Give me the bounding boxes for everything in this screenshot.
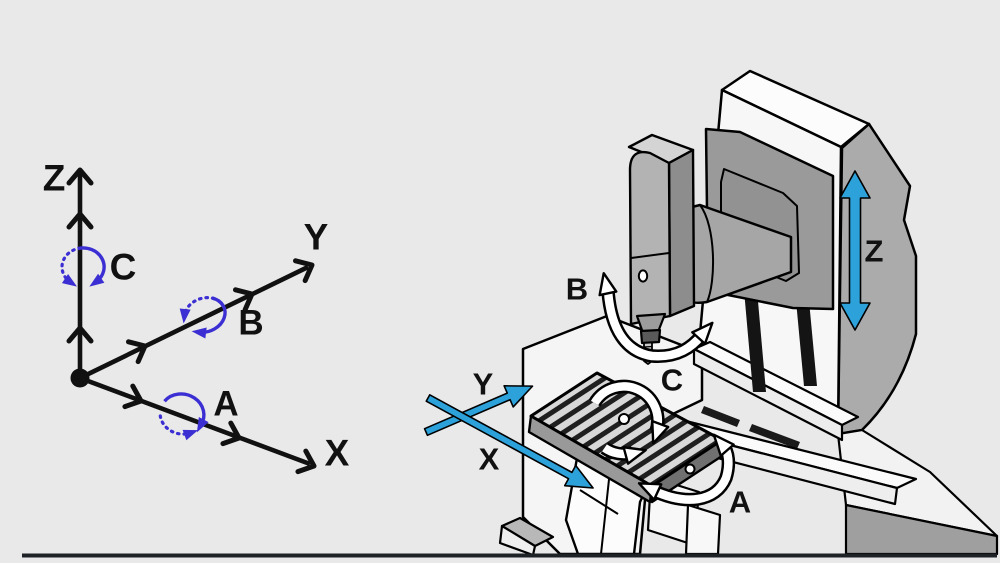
machine-z-arrow-icon	[839, 170, 871, 331]
machine-pedestal-line	[600, 469, 611, 555]
machine-way-beam-upper-front	[692, 347, 844, 442]
spindle-cylinder-curve	[699, 204, 715, 303]
machine-illustration: B C A Z Y X	[423, 69, 999, 557]
axis-a-label: A	[213, 385, 238, 424]
machine-y-label: Y	[473, 367, 494, 402]
axis-z-label: Z	[43, 158, 66, 199]
c-rotation-arrow-icon	[60, 246, 106, 292]
axis-x-label: X	[325, 433, 350, 474]
spindle-head-panel-line	[630, 252, 670, 259]
machine-y-arrow-icon	[423, 385, 534, 437]
b-rotation-arrow-icon	[178, 296, 227, 339]
axis-b-label: B	[238, 304, 263, 343]
spindle-head-side	[667, 148, 696, 318]
machine-a-label: A	[729, 485, 751, 520]
machine-c-label: C	[661, 363, 683, 398]
a-rotation-arrow-icon	[158, 392, 209, 441]
machine-b-label: B	[566, 272, 588, 307]
machine-slot	[749, 424, 800, 449]
machine-slot	[701, 406, 740, 427]
machine-z-label: Z	[865, 234, 884, 269]
machine-x-label: X	[479, 442, 500, 477]
spindle-nut	[639, 328, 662, 345]
machine-bracket-leg	[684, 503, 722, 556]
spindle-head-front	[628, 150, 672, 326]
machine-z-rail	[795, 290, 817, 386]
origin-dot	[70, 368, 90, 388]
machine-x-arrow-icon	[425, 394, 594, 489]
y-axis-line	[78, 264, 310, 381]
axis-c-label: C	[110, 247, 137, 288]
spindle-head-dot	[637, 269, 649, 283]
table-tilt-arrow-a-icon	[634, 427, 736, 507]
axis-diagram: Z Y X C B A	[43, 158, 350, 477]
x-axis-line	[79, 375, 311, 467]
table-center-dot	[618, 413, 630, 425]
table-rotation-arrow-c-icon	[588, 379, 670, 465]
machine-pedestal-line	[579, 489, 619, 515]
table-edge-dot	[684, 463, 696, 475]
bottom-divider-line	[22, 553, 997, 558]
machine-z-rail	[744, 290, 766, 392]
machine-base-face	[836, 428, 999, 538]
axis-y-label: Y	[304, 217, 329, 258]
spindle-tilt-arrow-b-icon	[594, 270, 720, 363]
